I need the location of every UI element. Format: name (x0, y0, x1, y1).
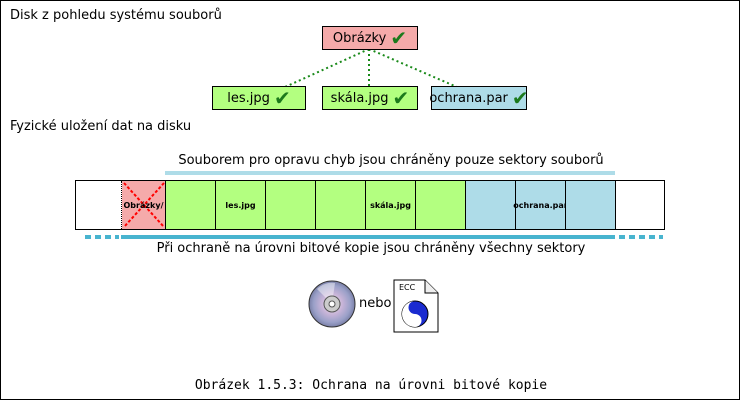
ecc-text: ECC (399, 283, 416, 292)
edge-par (368, 48, 458, 88)
folder-node: Obrázky ✔ (322, 26, 418, 50)
check-icon: ✔ (390, 26, 408, 50)
file-label-les: les.jpg (227, 90, 270, 106)
fs-view-heading: Disk z pohledu systému souborů (10, 8, 222, 23)
check-icon: ✔ (511, 86, 529, 110)
edge-les (284, 48, 370, 88)
bitcopy-bar (121, 235, 615, 239)
sector-les-3 (266, 181, 316, 229)
cd-disc-icon (308, 280, 356, 328)
sector-les-label: les.jpg (225, 200, 256, 210)
file-label-par: ochrana.par (429, 90, 508, 106)
bitcopy-protection-note: Při ochraně na úrovni bitové kopie jsou … (156, 241, 586, 256)
sector-skala-label: skála.jpg (370, 200, 411, 210)
sector-par-1 (466, 181, 516, 229)
tree-connectors (284, 48, 458, 88)
file-protection-bar (165, 171, 615, 175)
file-label-skala: skála.jpg (330, 90, 389, 106)
check-icon: ✔ (273, 86, 291, 110)
sector-empty-left (76, 181, 122, 229)
file-protection-note: Souborem pro opravu chyb jsou chráněny p… (178, 153, 604, 168)
bitcopy-bar-dashes-left (85, 235, 119, 239)
sector-skala-2: skála.jpg (366, 181, 416, 229)
figure-caption: Obrázek 1.5.3: Ochrana na úrovni bitové … (194, 378, 548, 393)
ecc-file-icon: ECC (393, 279, 439, 333)
file-node-par: ochrana.par ✔ (429, 86, 529, 110)
sector-skala-1 (316, 181, 366, 229)
physical-view-heading: Fyzické uložení dat na disku (10, 119, 192, 134)
sector-strip: Obrázky/ les.jpg skála.jpg ochrana.par (75, 180, 665, 230)
sector-directory-label: Obrázky/ (123, 200, 164, 210)
sector-les-1 (166, 181, 216, 229)
sector-les-2: les.jpg (216, 181, 266, 229)
sector-par-label: ochrana.par (513, 200, 568, 210)
folder-label: Obrázky (332, 30, 387, 46)
check-icon: ✔ (392, 86, 410, 110)
file-node-les: les.jpg ✔ (212, 86, 306, 110)
or-label: nebo (359, 296, 392, 311)
sector-par-3 (566, 181, 616, 229)
sector-empty-right (616, 181, 664, 229)
sector-skala-3 (416, 181, 466, 229)
sector-directory: Obrázky/ (122, 181, 166, 229)
file-node-skala: skála.jpg ✔ (322, 86, 418, 110)
bitcopy-bar-dashes-right (619, 235, 663, 239)
sector-par-2: ochrana.par (513, 181, 568, 229)
